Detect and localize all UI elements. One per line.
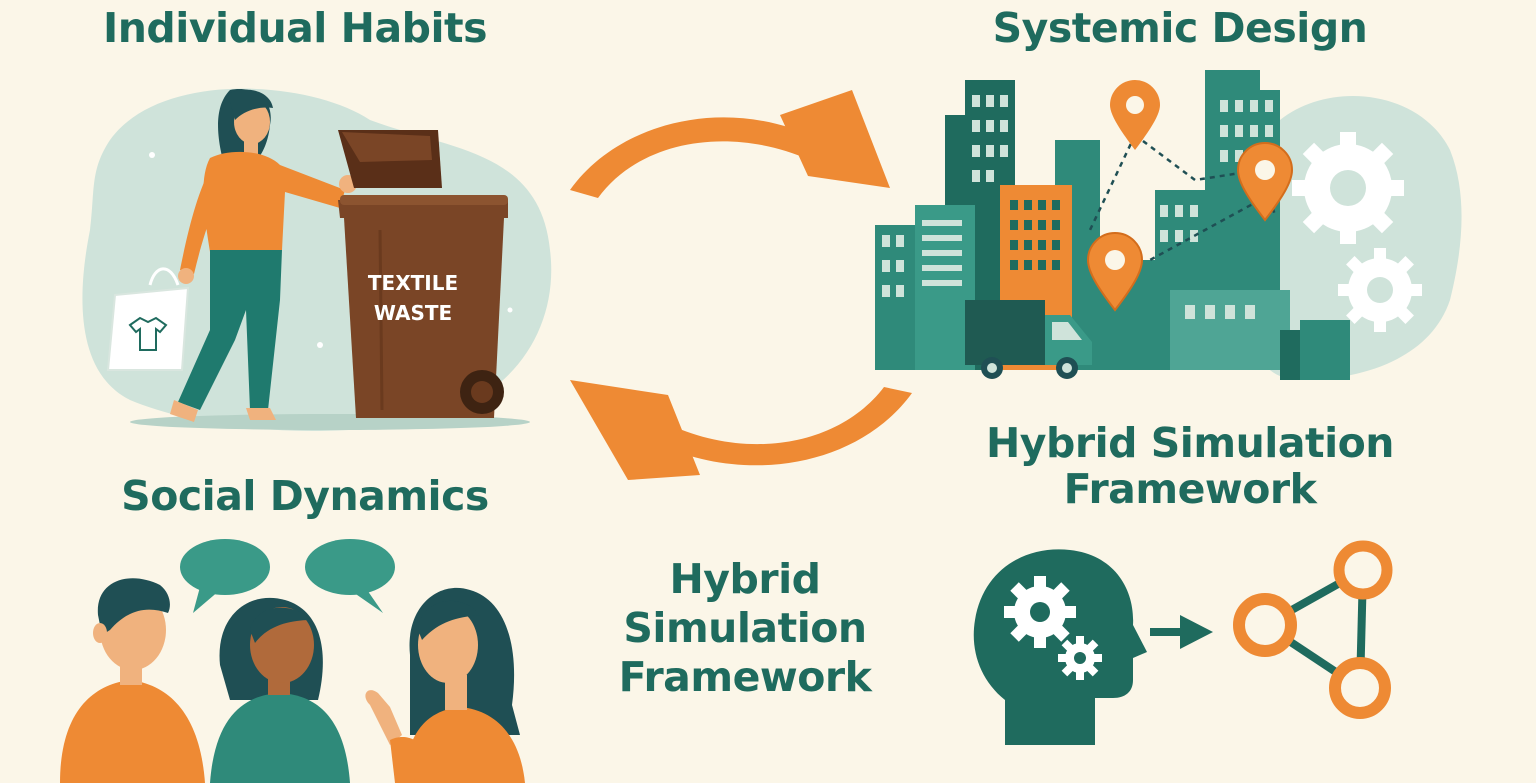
building-windows — [882, 95, 1273, 319]
title-line: Simulation — [623, 604, 867, 653]
speech-bubble-icon — [305, 539, 395, 613]
title-hybrid-simulation-framework-center: Hybrid Simulation Framework — [595, 555, 895, 703]
trash-bin-icon: TEXTILE WASTE — [338, 130, 508, 418]
man-figure — [60, 578, 205, 783]
title-line: Hybrid — [669, 555, 821, 603]
head-gears-icon — [973, 549, 1147, 745]
title-line: Framework — [1063, 464, 1317, 513]
shirt-bag-icon — [106, 267, 190, 371]
gear-icon — [1292, 132, 1404, 244]
delivery-truck-icon — [965, 300, 1092, 379]
orange-building-windows — [1010, 200, 1060, 270]
arrow-right-icon — [1150, 615, 1213, 649]
title-social-dynamics: Social Dynamics — [121, 472, 489, 520]
title-line: Hybrid Simulation — [985, 419, 1395, 467]
map-pin-icon — [1086, 232, 1144, 312]
title-systemic-design: Systemic Design — [992, 4, 1368, 52]
city-buildings — [875, 70, 1350, 380]
network-graph-icon — [1233, 540, 1393, 719]
gear-icon — [1338, 248, 1422, 332]
bin-label-line1: TEXTILE — [368, 271, 458, 295]
woman-figure — [365, 587, 525, 783]
cycle-arrow-top-icon — [570, 90, 890, 198]
map-pin-icon — [1236, 142, 1294, 222]
map-pin-icon — [1110, 80, 1160, 150]
woman-figure — [210, 597, 350, 783]
individual-habits-illustration: TEXTILE WASTE — [82, 88, 552, 431]
title-line: Framework — [618, 653, 872, 702]
speech-bubble-icon — [180, 539, 270, 613]
systemic-design-illustration — [875, 70, 1462, 380]
title-individual-habits: Individual Habits — [102, 4, 488, 52]
bin-label-line2: WASTE — [374, 301, 452, 325]
hybrid-framework-illustration — [973, 540, 1393, 745]
social-dynamics-illustration — [60, 539, 525, 783]
cycle-arrow-bottom-icon — [570, 380, 912, 480]
woman-figure — [170, 89, 357, 422]
title-hybrid-simulation-framework-right: Hybrid Simulation Framework — [955, 419, 1425, 513]
